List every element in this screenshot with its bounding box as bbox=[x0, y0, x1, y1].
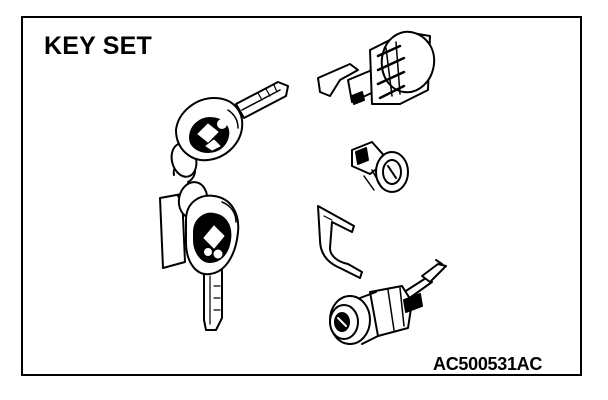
lower-key bbox=[185, 194, 240, 331]
ignition-key-cylinder bbox=[317, 30, 436, 105]
reference-code: AC500531AC bbox=[433, 354, 543, 374]
retaining-clip bbox=[317, 205, 363, 279]
door-lock-key-cylinder bbox=[329, 259, 447, 345]
small-lock-cylinder bbox=[351, 141, 409, 193]
diagram-title: KEY SET bbox=[44, 32, 152, 60]
diagram-frame bbox=[21, 16, 582, 376]
upper-key bbox=[175, 81, 289, 162]
